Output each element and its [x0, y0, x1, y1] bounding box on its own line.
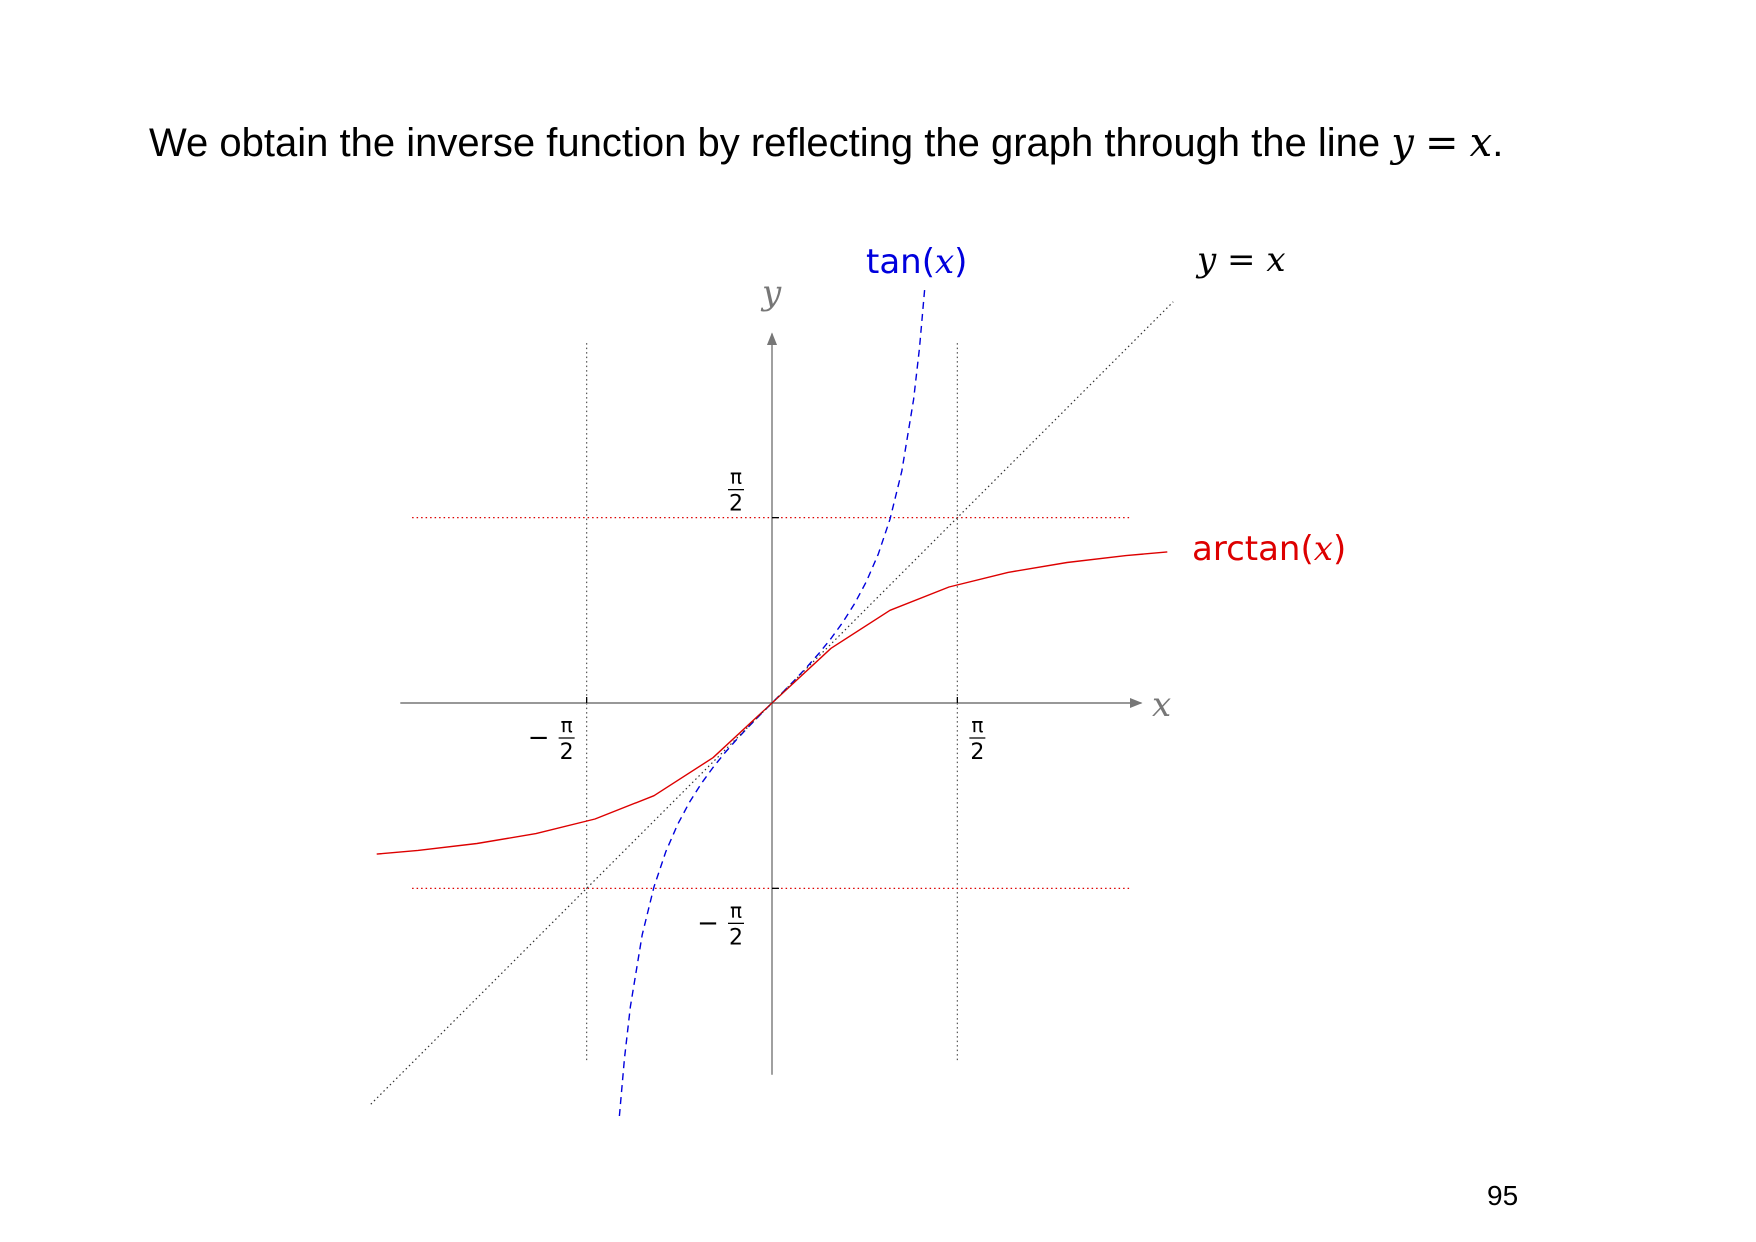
tan-series-label-close: )	[954, 242, 967, 282]
identity-line-label: y = x	[1195, 240, 1286, 280]
tan-series-label-arg: x	[935, 242, 954, 282]
x-tick-label-0-sign: −	[528, 723, 550, 753]
headline-math-equals: =	[1425, 120, 1459, 166]
page-number: 95	[1487, 1180, 1519, 1211]
x-axis-label: x	[1152, 685, 1171, 725]
y-tick-label-0-denominator: 2	[729, 492, 743, 517]
headline-math-x: x	[1469, 120, 1493, 166]
series-line-0	[618, 289, 926, 1117]
y-axis-label: y	[760, 273, 782, 313]
arctan-series-label-arg: x	[1314, 529, 1333, 569]
x-tick-label-0-numerator: π	[561, 713, 573, 737]
identity-line-label-lhs: y	[1195, 240, 1217, 280]
headline-math-y: y	[1391, 120, 1414, 166]
y-tick-label-0: π2	[728, 465, 744, 517]
x-tick-label-1: π2	[969, 713, 986, 765]
identity-line-label-eq: =	[1216, 240, 1266, 280]
arctan-series-label: arctan(x)	[1192, 529, 1346, 569]
slide-headline: We obtain the inverse function by reflec…	[149, 120, 1503, 166]
arctan-series-label-fn: arctan(	[1192, 529, 1314, 569]
y-tick-label-1-numerator: π	[730, 898, 742, 922]
series-line-2	[370, 301, 1174, 1105]
y-tick-label-1-denominator: 2	[729, 925, 743, 950]
x-tick-label-1-numerator: π	[971, 713, 983, 737]
x-tick-label-0: −π 2	[528, 713, 575, 765]
arctan-series-label-close: )	[1333, 529, 1346, 569]
y-tick-label-1-sign: −	[697, 908, 719, 938]
y-tick-label-1: −π 2	[697, 898, 744, 950]
identity-line-label-rhs: x	[1266, 240, 1285, 280]
y-tick-label-0-numerator: π	[730, 465, 742, 489]
x-tick-label-1-denominator: 2	[970, 740, 984, 765]
x-tick-label-0-denominator: 2	[560, 740, 574, 765]
tan-series-label: tan(x)	[866, 242, 967, 282]
headline-text: We obtain the inverse function by reflec…	[149, 121, 1381, 165]
tan-series-label-fn: tan(	[866, 242, 935, 282]
headline-period: .	[1492, 121, 1504, 165]
